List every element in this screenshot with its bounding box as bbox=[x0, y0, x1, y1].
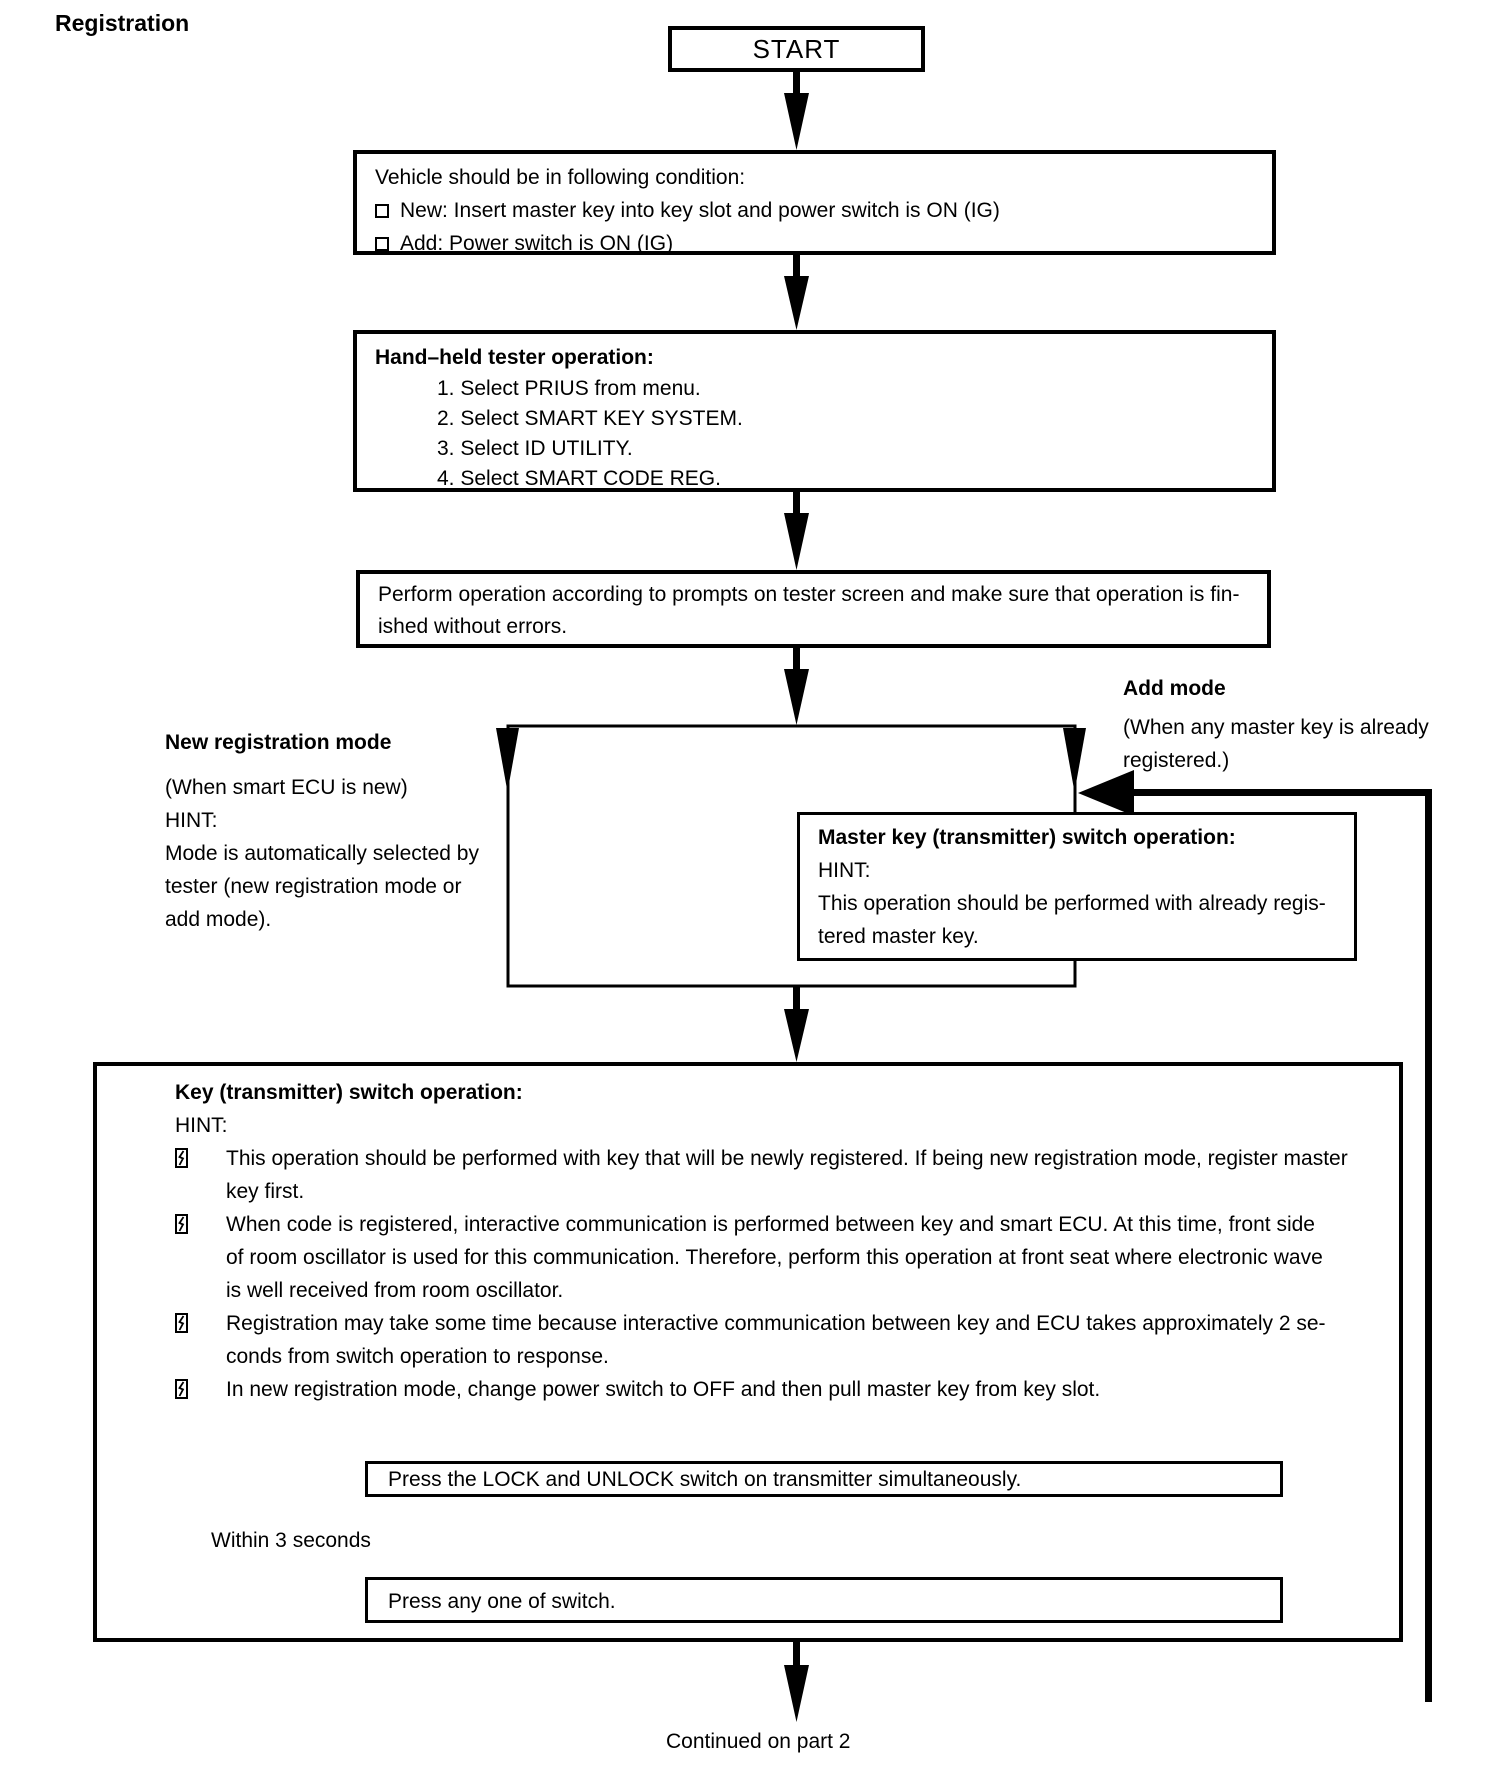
tester-step: 3. Select ID UTILITY. bbox=[437, 437, 633, 460]
condition-item: Add: Power switch is ON (IG) bbox=[375, 227, 1272, 260]
key-box-hint: HINT: bbox=[175, 1114, 228, 1137]
within-3-seconds-label: Within 3 seconds bbox=[211, 1529, 371, 1552]
perform-operation-box: Perform operation according to prompts o… bbox=[356, 570, 1271, 648]
add-mode-title: Add mode bbox=[1123, 677, 1226, 700]
continued-label: Continued on part 2 bbox=[666, 1730, 851, 1753]
bullet-square-icon bbox=[175, 1148, 188, 1168]
bullet-square-icon bbox=[175, 1214, 188, 1234]
arrow-perform-to-junction bbox=[784, 646, 809, 725]
feedback-loop-arrow bbox=[1078, 770, 1432, 1702]
checkbox-icon bbox=[375, 204, 389, 218]
bullet-square-icon bbox=[175, 1379, 188, 1399]
new-registration-mode-label: New registration mode (When smart ECU is… bbox=[165, 726, 479, 936]
master-box-title: Master key (transmitter) switch operatio… bbox=[818, 826, 1236, 849]
key-box-title: Key (transmitter) switch operation: bbox=[175, 1081, 523, 1104]
arrow-junction-to-keybox bbox=[784, 986, 809, 1062]
lock-unlock-box: Press the LOCK and UNLOCK switch on tran… bbox=[365, 1461, 1283, 1497]
arrow-keybox-to-continued bbox=[784, 1641, 809, 1722]
tester-operation-box: Hand–held tester operation: 1. Select PR… bbox=[353, 330, 1276, 492]
press-any-switch-box: Press any one of switch. bbox=[365, 1577, 1283, 1623]
tester-steps: 1. Select PRIUS from menu. 2. Select SMA… bbox=[375, 374, 1272, 494]
key-box-bullet: In new registration mode, change power s… bbox=[175, 1373, 1399, 1406]
master-key-operation-box: Master key (transmitter) switch operatio… bbox=[797, 812, 1357, 961]
arrow-add-mode-branch bbox=[1063, 728, 1086, 792]
arrow-condition-to-tester bbox=[784, 253, 809, 330]
key-box-bullet: When code is registered, interactive com… bbox=[175, 1208, 1399, 1307]
tester-box-title: Hand–held tester operation: bbox=[375, 346, 654, 369]
condition-intro: Vehicle should be in following condition… bbox=[375, 166, 746, 189]
tester-step: 2. Select SMART KEY SYSTEM. bbox=[437, 407, 743, 430]
key-box-bullet: Registration may take some time because … bbox=[175, 1307, 1399, 1373]
tester-step: 1. Select PRIUS from menu. bbox=[437, 377, 701, 400]
arrow-new-mode-branch bbox=[496, 728, 519, 792]
vehicle-condition-box: Vehicle should be in following condition… bbox=[353, 150, 1276, 255]
arrow-tester-to-perform bbox=[784, 490, 809, 570]
key-box-bullet: This operation should be performed with … bbox=[175, 1142, 1399, 1208]
tester-step: 4. Select SMART CODE REG. bbox=[437, 467, 721, 490]
arrow-start-to-condition bbox=[784, 70, 809, 150]
new-mode-title: New registration mode bbox=[165, 731, 392, 754]
page-title: Registration bbox=[55, 10, 190, 36]
checkbox-icon bbox=[375, 237, 389, 251]
condition-item: New: Insert master key into key slot and… bbox=[375, 194, 1272, 227]
start-label: START bbox=[752, 34, 841, 64]
start-node: START bbox=[668, 26, 925, 72]
add-mode-label: Add mode (When any master key is already… bbox=[1123, 672, 1429, 777]
key-switch-operation-box: Key (transmitter) switch operation: HINT… bbox=[93, 1062, 1403, 1642]
bullet-square-icon bbox=[175, 1313, 188, 1333]
